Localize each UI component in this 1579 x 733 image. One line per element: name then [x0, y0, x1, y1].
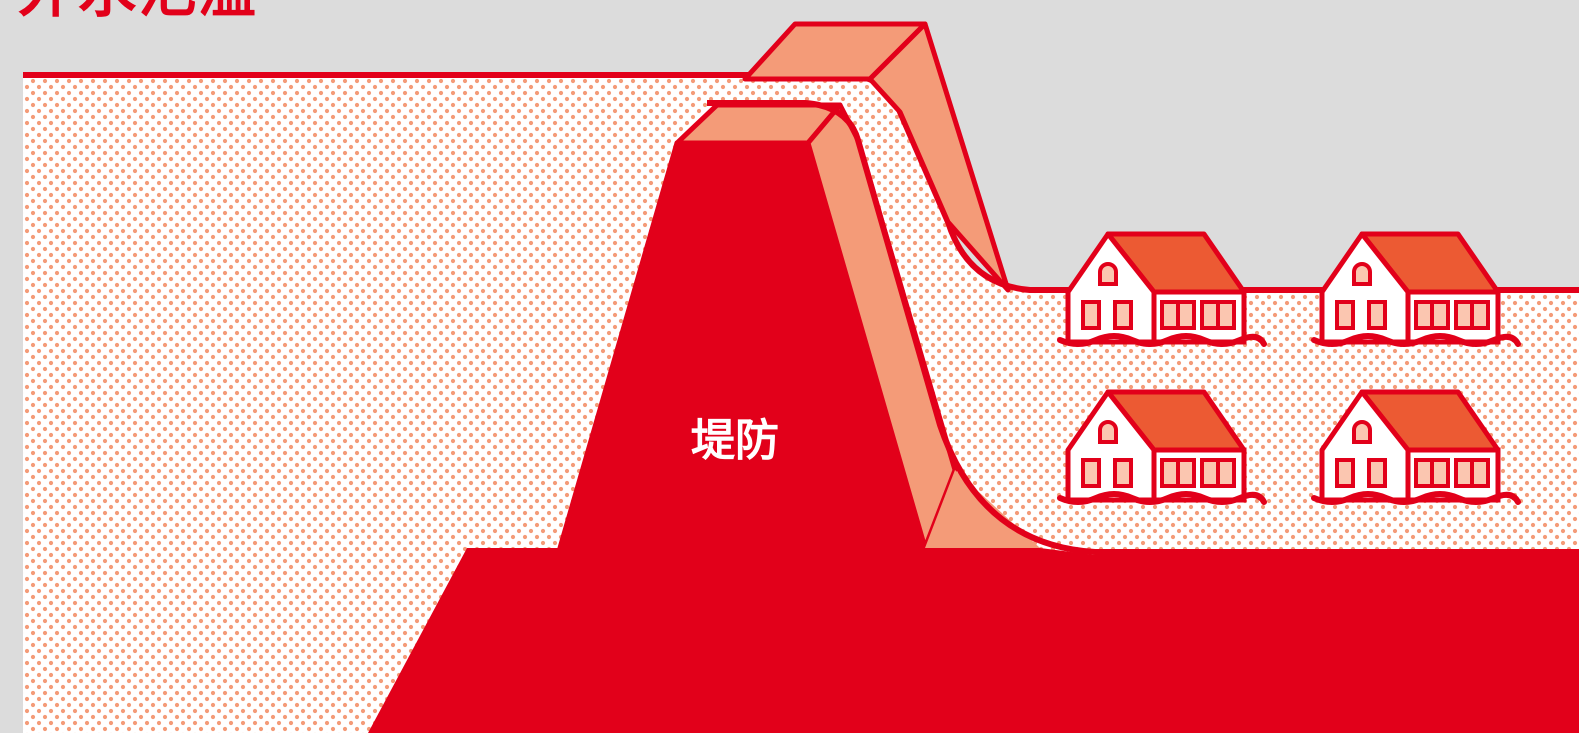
overflow-curve: [707, 100, 1579, 555]
house-icon: [1060, 234, 1264, 344]
overflow-flow-slope: [867, 21, 1011, 293]
levee-label: 堤防: [691, 415, 779, 466]
ground: [368, 548, 1579, 733]
diagram-title: 外水氾濫: [18, 0, 258, 22]
house-icon: [1314, 234, 1518, 344]
